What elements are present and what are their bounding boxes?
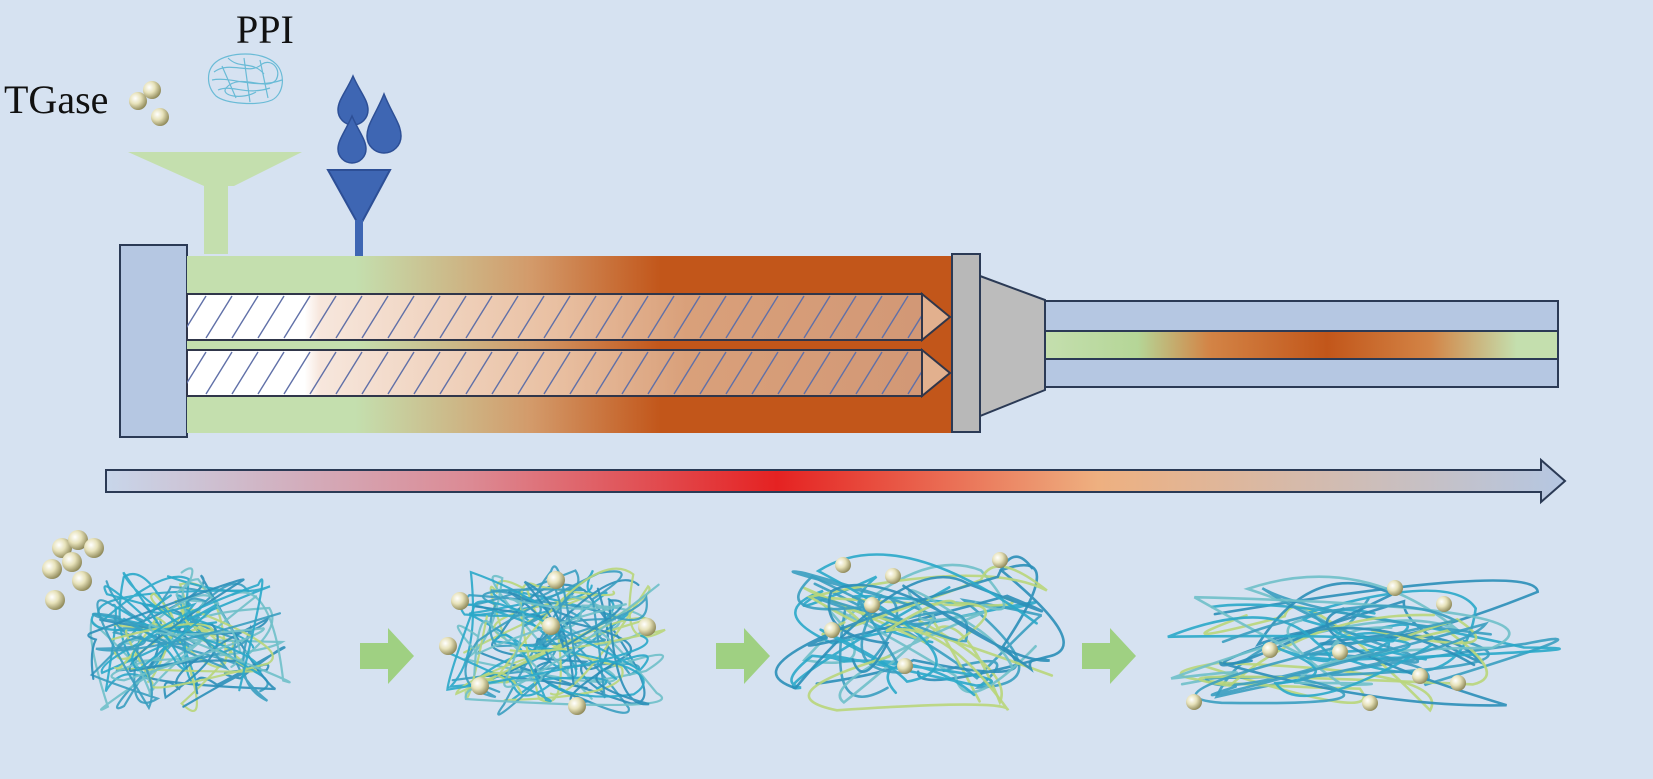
protein-network-with-tgase — [439, 565, 666, 716]
protein-network-unfolding — [774, 552, 1065, 712]
tgase-beads-icon — [129, 81, 169, 126]
ppi-protein-icon — [207, 53, 283, 105]
cooling-nozzle — [1044, 300, 1559, 388]
protein-network-crosslinked — [1167, 575, 1561, 713]
temperature-gradient-arrow — [105, 457, 1567, 505]
tgase-beads-cluster — [42, 530, 104, 610]
tgase-label: TGase — [4, 77, 109, 122]
die-plate — [951, 253, 981, 433]
extruder — [119, 244, 1559, 438]
ppi-label: PPI — [236, 7, 294, 52]
screw-tip-icon — [921, 347, 952, 399]
process-arrow-2 — [716, 628, 770, 684]
barrel — [187, 256, 952, 433]
water-funnel-icon — [326, 169, 392, 256]
drive-end-plate — [119, 244, 188, 438]
screw-tip-icon — [921, 291, 952, 343]
screw-upper — [186, 291, 952, 343]
screw-lower — [186, 347, 952, 399]
protein-network-native — [87, 567, 291, 712]
process-arrow-3 — [1082, 628, 1136, 684]
process-arrow-1 — [360, 628, 414, 684]
feed-hopper-icon — [128, 152, 302, 254]
water-drops-icon — [337, 74, 402, 164]
die-cone — [979, 274, 1046, 418]
